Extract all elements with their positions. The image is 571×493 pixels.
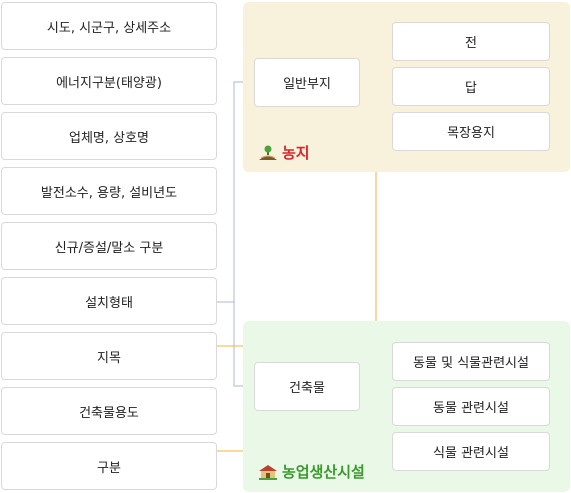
left-item-address: 시도, 시군구, 상세주소 xyxy=(1,2,217,50)
facility-item-animal-plant: 동물 및 식물관련시설 xyxy=(392,342,550,381)
farm-facility-title-text: 농업생산시설 xyxy=(282,463,365,481)
farmland-icon xyxy=(258,145,278,161)
farm-building-icon xyxy=(258,464,278,480)
facility-item-plant: 식물 관련시설 xyxy=(392,432,550,471)
left-item-company: 업체명, 상호명 xyxy=(1,112,217,160)
farmland-item-paddy: 답 xyxy=(392,67,550,106)
farmland-title-text: 농지 xyxy=(282,144,310,162)
farmland-title: 농지 xyxy=(258,142,310,163)
left-item-new-expand: 신규/증설/말소 구분 xyxy=(1,222,217,270)
left-item-energy-type: 에너지구분(태양광) xyxy=(1,57,217,105)
left-item-installation: 설치형태 xyxy=(1,277,217,325)
farm-facility-title: 농업생산시설 xyxy=(258,461,365,482)
category-general-site: 일반부지 xyxy=(254,58,360,107)
left-item-plant-count: 발전소수, 용량, 설비년도 xyxy=(1,167,217,215)
farmland-item-pasture: 목장용지 xyxy=(392,112,550,151)
category-building: 건축물 xyxy=(254,362,360,411)
left-item-building-use: 건축물용도 xyxy=(1,387,217,435)
left-item-classification: 구분 xyxy=(1,442,217,490)
facility-item-animal: 동물 관련시설 xyxy=(392,387,550,426)
left-item-land-category: 지목 xyxy=(1,332,217,380)
farmland-item-field: 전 xyxy=(392,22,550,61)
